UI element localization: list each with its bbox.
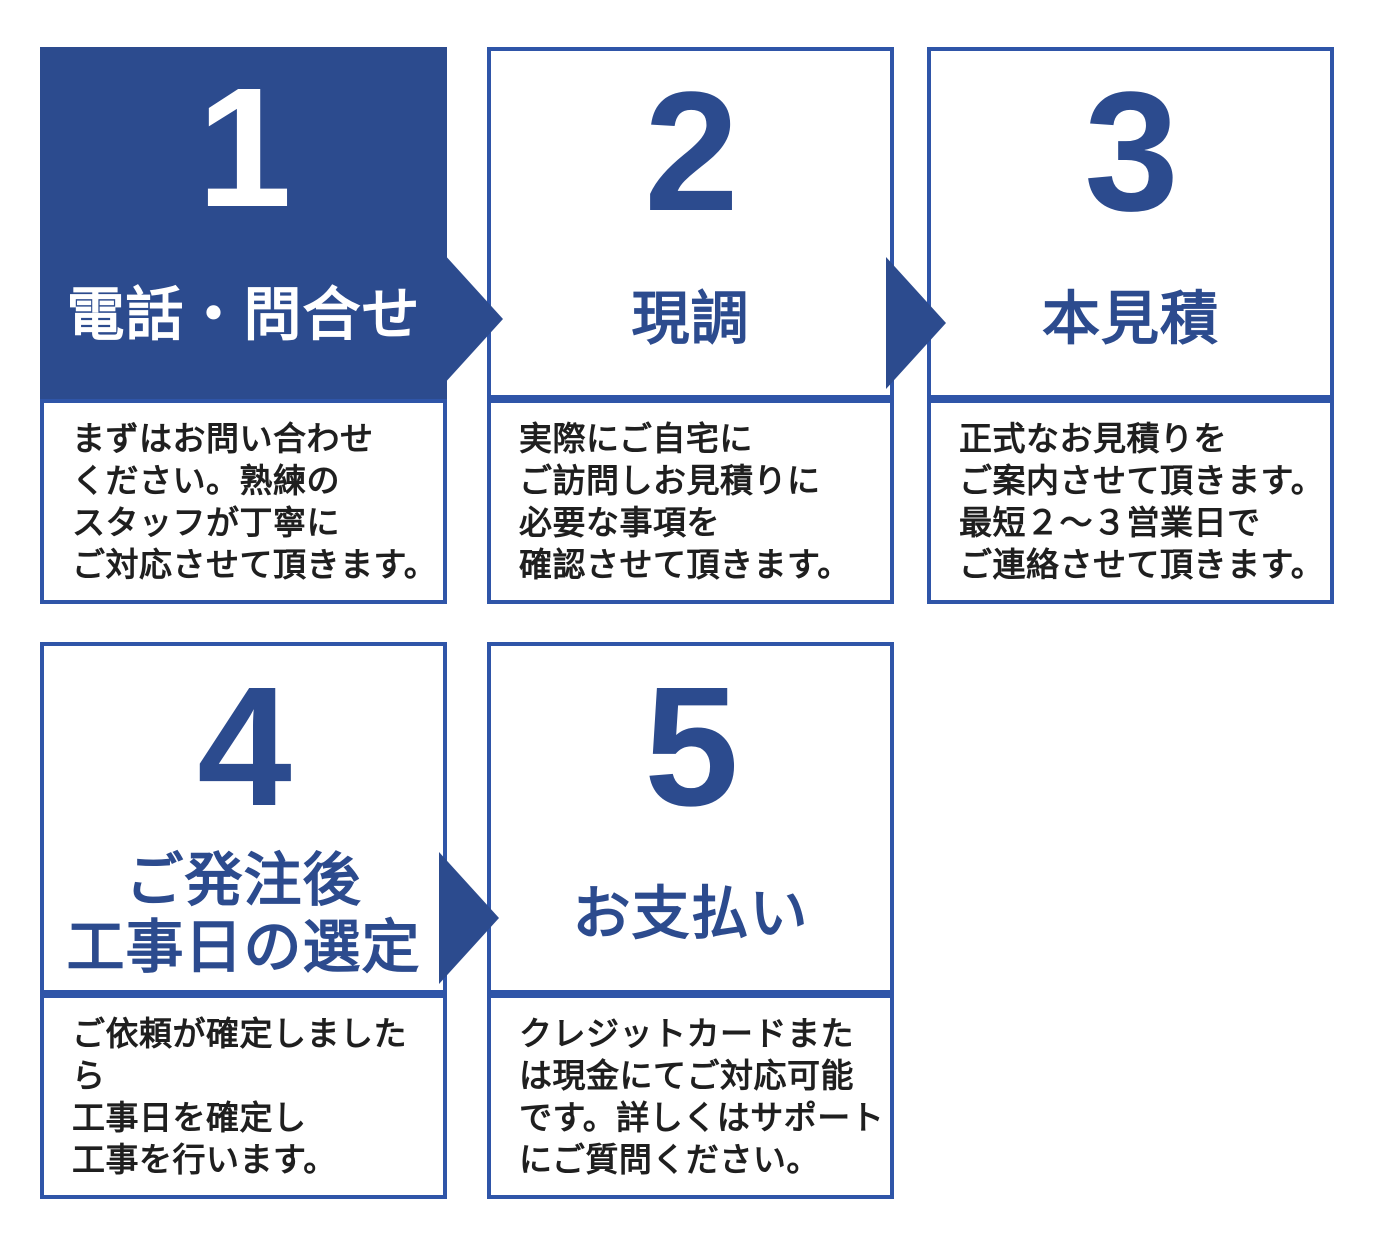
- step-4: 4 ご発注後 工事日の選定 ご依頼が確定しましたら 工事日を確定し 工事を行いま…: [40, 642, 499, 1199]
- step-1-header: 1 電話・問合せ: [40, 47, 503, 399]
- step-3-number: 3: [1084, 57, 1179, 247]
- arrow-right-icon: [439, 852, 499, 984]
- step-4-header: 4 ご発注後 工事日の選定: [40, 642, 499, 994]
- step-5-number: 5: [644, 652, 739, 842]
- step-5-title: お支払い: [572, 881, 809, 947]
- step-3: 3 本見積 正式なお見積りを ご案内させて頂きます。 最短２～３営業日で ご連絡…: [927, 47, 1334, 604]
- step-2: 2 現調 実際にご自宅に ご訪問しお見積りに 必要な事項を 確認させて頂きます。: [487, 47, 946, 604]
- step-1-number: 1: [197, 53, 292, 243]
- step-5: 5 お支払い クレジットカードまた は現金にてご対応可能 です。詳しくはサポート…: [487, 642, 894, 1199]
- step-3-description: 正式なお見積りを ご案内させて頂きます。 最短２～３営業日で ご連絡させて頂きま…: [927, 399, 1334, 604]
- step-1: 1 電話・問合せ まずはお問い合わせ ください。熟練の スタッフが丁寧に ご対応…: [40, 47, 503, 604]
- arrow-right-icon: [886, 257, 946, 389]
- step-4-title: ご発注後 工事日の選定: [66, 848, 421, 980]
- step-1-description: まずはお問い合わせ ください。熟練の スタッフが丁寧に ご対応させて頂きます。: [40, 399, 447, 604]
- step-2-number: 2: [644, 57, 739, 247]
- step-5-description: クレジットカードまた は現金にてご対応可能 です。詳しくはサポート にご質問くだ…: [487, 994, 894, 1199]
- step-4-number: 4: [197, 652, 292, 842]
- step-2-title: 現調: [631, 286, 750, 352]
- step-2-header: 2 現調: [487, 47, 946, 399]
- arrow-right-icon: [443, 253, 503, 385]
- step-5-header: 5 お支払い: [487, 642, 894, 994]
- step-1-title: 電話・問合せ: [66, 282, 421, 348]
- step-3-title: 本見積: [1041, 286, 1219, 352]
- step-2-description: 実際にご自宅に ご訪問しお見積りに 必要な事項を 確認させて頂きます。: [487, 399, 894, 604]
- step-3-header: 3 本見積: [927, 47, 1334, 399]
- step-4-description: ご依頼が確定しましたら 工事日を確定し 工事を行います。: [40, 994, 447, 1199]
